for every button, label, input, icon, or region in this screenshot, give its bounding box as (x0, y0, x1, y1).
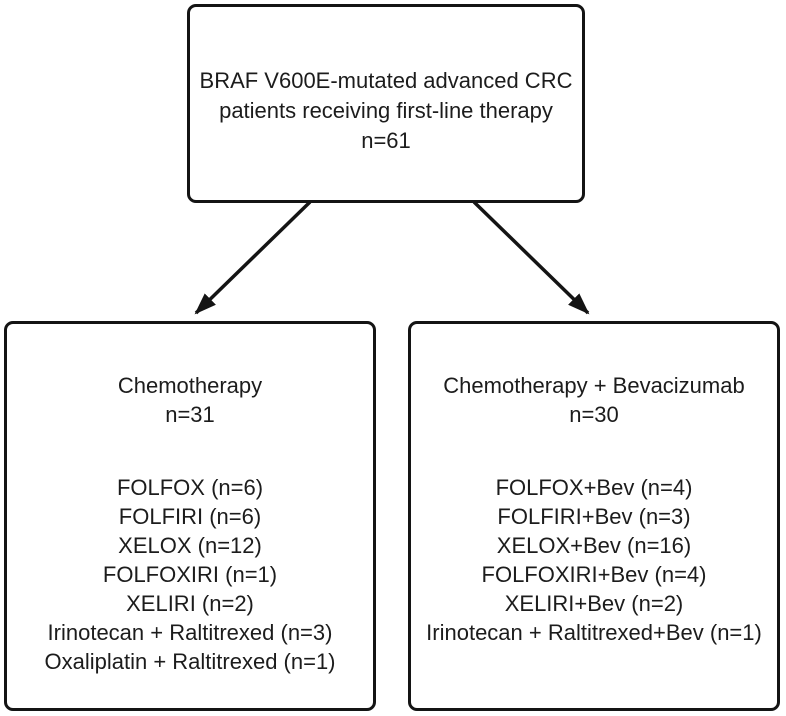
chemotherapy-box: Chemotherapy n=31 FOLFOX (n=6) FOLFIRI (… (4, 321, 376, 711)
arrow-to-chemotherapy-bevacizumab (472, 200, 590, 315)
arrow-to-chemotherapy (194, 200, 312, 315)
regimen-item: Irinotecan + Raltitrexed+Bev (n=1) (426, 620, 762, 645)
chemotherapy-bevacizumab-title: Chemotherapy + Bevacizumab (443, 373, 745, 398)
regimen-item: Irinotecan + Raltitrexed (n=3) (47, 620, 333, 645)
regimen-item: FOLFIRI+Bev (n=3) (497, 504, 691, 529)
chemotherapy-title: Chemotherapy (117, 373, 263, 398)
regimen-item: Oxaliplatin + Raltitrexed (n=1) (44, 649, 336, 674)
enrollment-box: BRAF V600E-mutated advanced CRC patients… (187, 4, 585, 203)
regimen-item: FOLFIRI (n=6) (118, 504, 262, 529)
enrollment-line-1: BRAF V600E-mutated advanced CRC (199, 67, 573, 93)
enrollment-count: n=61 (361, 127, 411, 153)
chemotherapy-count: n=31 (165, 402, 215, 427)
spacer (411, 429, 777, 473)
regimen-item: FOLFOXIRI+Bev (n=4) (481, 562, 707, 587)
enrollment-line-2: patients receiving first-line therapy (219, 97, 553, 123)
regimen-item: FOLFOXIRI (n=1) (102, 562, 278, 587)
spacer (7, 429, 373, 473)
regimen-item: XELIRI+Bev (n=2) (504, 591, 684, 616)
regimen-item: FOLFOX+Bev (n=4) (495, 475, 693, 500)
chemotherapy-bevacizumab-count: n=30 (569, 402, 619, 427)
regimen-item: XELOX+Bev (n=16) (496, 533, 692, 558)
regimen-item: FOLFOX (n=6) (116, 475, 264, 500)
chemotherapy-bevacizumab-box: Chemotherapy + Bevacizumab n=30 FOLFOX+B… (408, 321, 780, 711)
regimen-item: XELOX (n=12) (118, 533, 262, 558)
regimen-item: XELIRI (n=2) (126, 591, 254, 616)
